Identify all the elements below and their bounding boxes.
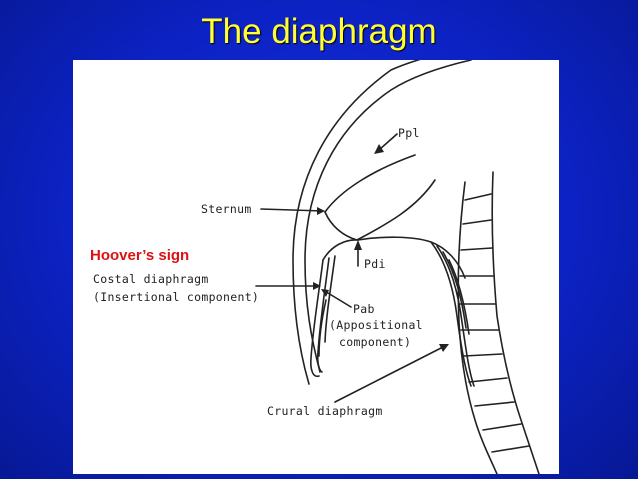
appositional-component-label: component) bbox=[339, 335, 412, 349]
spine-back bbox=[491, 171, 540, 474]
crural-diaphragm-label: Crural diaphragm bbox=[267, 404, 383, 418]
diaphragm-dome bbox=[322, 236, 466, 279]
rib-cage-outer bbox=[292, 60, 421, 385]
crural-pointer bbox=[334, 345, 446, 403]
costal-diaphragm-label: Costal diaphragm bbox=[93, 272, 209, 286]
appositional-label: (Appositional bbox=[329, 318, 423, 332]
ppl-pointer bbox=[378, 133, 398, 151]
lung-curve bbox=[324, 154, 416, 213]
ppl-label: Ppl bbox=[398, 126, 420, 140]
crural-diaphragm-right bbox=[430, 241, 472, 387]
rib-cage-inner bbox=[304, 60, 472, 373]
sternum-label: Sternum bbox=[201, 202, 252, 216]
spine-front bbox=[457, 181, 498, 474]
diaphragm-drawing bbox=[255, 60, 540, 474]
insertional-component-label: (Insertional component) bbox=[93, 290, 260, 304]
slide-title: The diaphragm bbox=[201, 12, 437, 51]
sternum-pointer bbox=[260, 208, 324, 212]
pab-label: Pab bbox=[353, 302, 375, 316]
lung-lower-curve bbox=[324, 179, 436, 241]
hoovers-sign-annotation: Hoover’s sign bbox=[90, 247, 190, 264]
diaphragm-figure: Ppl Sternum Hoover’s sign Pdi Costal dia… bbox=[73, 60, 559, 474]
vertebral-lines bbox=[459, 193, 530, 453]
pdi-label: Pdi bbox=[364, 257, 386, 271]
